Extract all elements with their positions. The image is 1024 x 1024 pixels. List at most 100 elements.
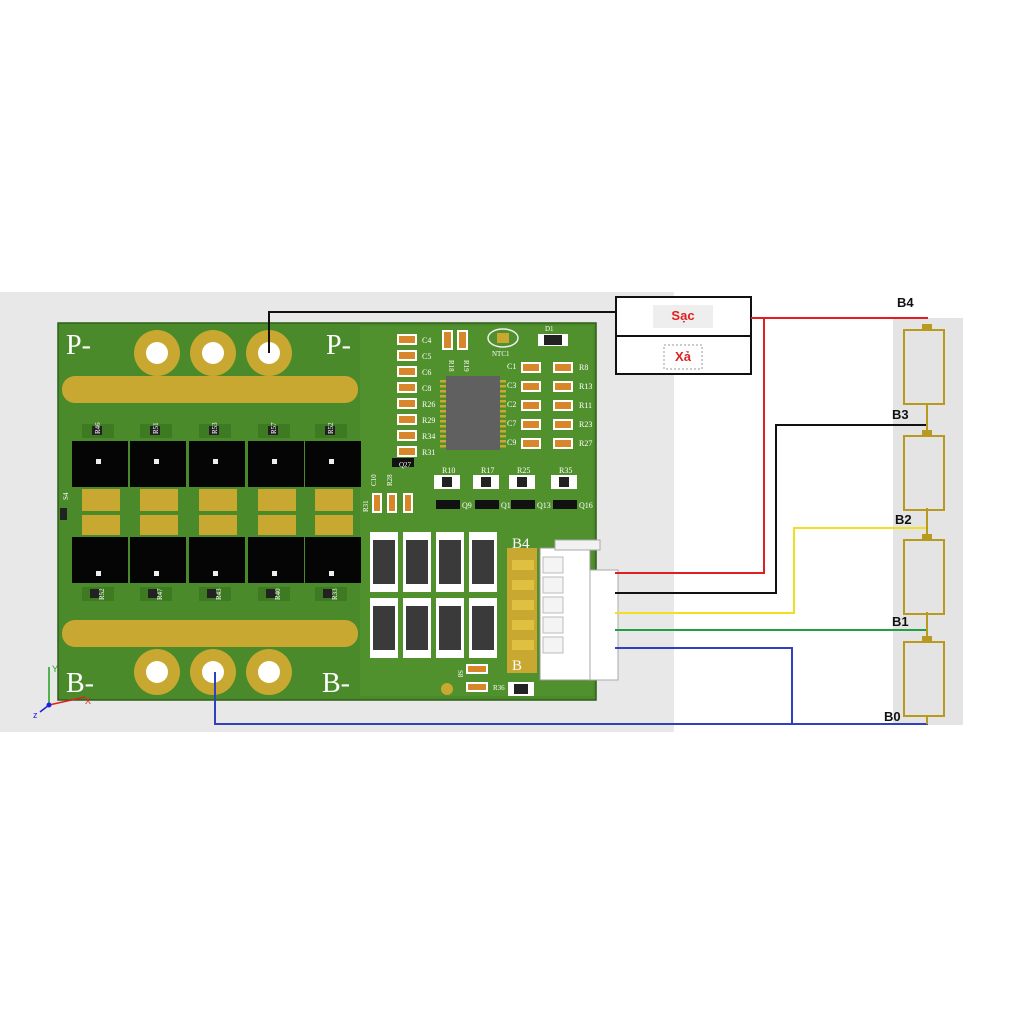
component-label: C5 [422, 352, 431, 361]
smd-component-body [399, 336, 415, 343]
mosfet-bottom [130, 537, 186, 583]
component-label: R35 [559, 466, 572, 475]
cell-terminal [922, 534, 932, 540]
ic-pin [440, 405, 446, 408]
controller-ic [440, 376, 506, 450]
ic-pin [500, 380, 506, 383]
ic-pin [440, 425, 446, 428]
gate-resistor-body [268, 426, 278, 435]
connector-pin [542, 616, 564, 634]
top-bus-bar [62, 376, 358, 403]
smd-capacitor-body [523, 364, 539, 371]
gate-resistor-body [266, 589, 276, 598]
diode-label: D1 [545, 325, 554, 333]
wires [214, 311, 928, 725]
ic-pin [500, 405, 506, 408]
component-label: C4 [422, 336, 431, 345]
ic-pin [440, 410, 446, 413]
mosfet-marker [213, 459, 218, 464]
gate-resistor-label: R43 [215, 588, 223, 600]
component-label: R13 [579, 382, 592, 391]
connector-pad [512, 600, 534, 610]
component-label: R36 [493, 684, 505, 692]
mosfet-tab [82, 489, 120, 511]
ic-pin [500, 435, 506, 438]
power-resistor-body [373, 606, 395, 650]
battery-cell [903, 539, 945, 615]
b-minus-right-label: B- [322, 668, 350, 699]
cell-terminal [922, 430, 932, 436]
ntc-label: NTC1 [492, 350, 510, 358]
mosfet-marker [154, 571, 159, 576]
ic-pin [500, 440, 506, 443]
gate-resistor-body [92, 426, 102, 435]
resistor-r31b-body [405, 495, 411, 511]
connector-pin [542, 636, 564, 654]
power-resistor-body [439, 540, 461, 584]
connector-pad [512, 620, 534, 630]
connector-pin [542, 576, 564, 594]
mosfet-tab [199, 489, 237, 511]
ic-pin [500, 420, 506, 423]
ic-pin [440, 385, 446, 388]
gate-resistor-body [207, 589, 217, 598]
component-label: R31 [362, 500, 370, 512]
p-minus-left-label: P- [66, 330, 91, 361]
charge-label: Sạc [671, 308, 694, 323]
wire-b3 [615, 424, 928, 594]
component-label: R11 [579, 401, 592, 410]
smd-component-body [399, 400, 415, 407]
smd-resistor-body [555, 383, 571, 390]
ic-pin [440, 390, 446, 393]
component-label: C6 [422, 368, 431, 377]
ic-pin [440, 430, 446, 433]
smd-resistor-body [555, 364, 571, 371]
b-minus-pads [134, 649, 292, 695]
smd-capacitor-body [523, 421, 539, 428]
pcb-board: P- P- B- B- R46R52R51R47R53R43R57R40R52R… [57, 322, 619, 701]
mosfet-tab [82, 515, 120, 535]
wire-b-minus [214, 672, 792, 725]
b-minus-left-label: B- [66, 668, 94, 699]
gate-resistor-label: R53 [211, 422, 219, 434]
axis-y-label: Y [52, 664, 58, 674]
ic-pin [500, 390, 506, 393]
component-label: C7 [507, 419, 516, 428]
ic-pin [440, 395, 446, 398]
gate-resistor-label: R52 [98, 588, 106, 600]
mosfet-bottom [248, 537, 304, 583]
smd-resistor-body [555, 440, 571, 447]
gate-resistor-label: R33 [331, 588, 339, 600]
discharge-label: Xả [675, 349, 692, 364]
smd-resistor-body [559, 477, 569, 487]
power-resistor-body [406, 540, 428, 584]
mosfet-bottom [72, 537, 128, 583]
component-label: C8 [422, 384, 431, 393]
battery-label-b3: B3 [892, 407, 909, 422]
gate-resistor-label: R40 [274, 588, 282, 600]
ic-pin [440, 380, 446, 383]
gate-resistor-label: R46 [94, 422, 102, 434]
component-label: C9 [507, 438, 516, 447]
mosfet-tab [315, 515, 353, 535]
component-label: S8 [456, 670, 464, 678]
ic-pin [440, 445, 446, 448]
component-label: C10 [370, 474, 378, 486]
ic-pin [500, 445, 506, 448]
power-resistors [370, 532, 497, 658]
transistor-label: Q12 [501, 501, 515, 510]
battery-cell [903, 435, 945, 511]
mosfet-marker [96, 459, 101, 464]
mosfet-tab [258, 515, 296, 535]
axis-z-label: z [33, 710, 38, 720]
connector-pin [542, 596, 564, 614]
power-resistor-body [373, 540, 395, 584]
wire-b4-board [615, 317, 765, 574]
mosfet-bottom [189, 537, 245, 583]
ntc-body [497, 333, 509, 343]
smd-resistor-body [442, 477, 452, 487]
mosfet-tab [258, 489, 296, 511]
mosfet-tab [140, 515, 178, 535]
